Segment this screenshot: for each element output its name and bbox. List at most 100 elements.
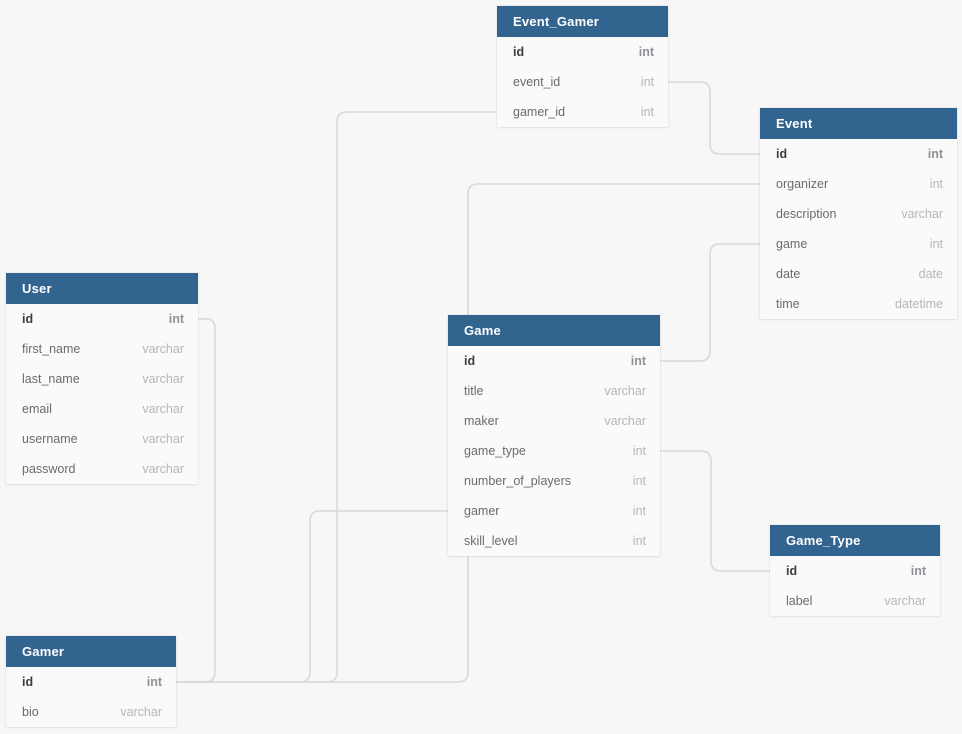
field-row-game-gamer: gamer int xyxy=(448,496,660,526)
field-name: id xyxy=(776,147,788,161)
field-type: int xyxy=(146,675,162,689)
field-name: label xyxy=(786,594,813,608)
field-type: varchar xyxy=(901,207,943,221)
field-name: bio xyxy=(22,705,39,719)
table-title: Event_Gamer xyxy=(513,14,600,29)
table-header[interactable]: User xyxy=(6,273,198,304)
field-type: int xyxy=(638,45,654,59)
field-type: int xyxy=(632,504,646,518)
field-row-user-id: id int xyxy=(6,304,198,334)
field-name: id xyxy=(22,675,34,689)
field-type: varchar xyxy=(142,432,184,446)
table-header[interactable]: Event_Gamer xyxy=(497,6,668,37)
field-name: number_of_players xyxy=(464,474,572,488)
field-name: password xyxy=(22,462,76,476)
table-body: id int bio varchar xyxy=(6,667,176,727)
field-row-game-number_of_players: number_of_players int xyxy=(448,466,660,496)
field-row-event-organizer: organizer int xyxy=(760,169,957,199)
field-row-user-first_name: first_name varchar xyxy=(6,334,198,364)
field-type: varchar xyxy=(884,594,926,608)
table-title: Game_Type xyxy=(786,533,861,548)
relationship-line-game-gamer-to-gamer-id xyxy=(175,510,449,683)
table-body: id int label varchar xyxy=(770,556,940,616)
field-type: varchar xyxy=(142,372,184,386)
field-name: game_type xyxy=(464,444,526,458)
relationship-line-user-id-to-gamer-id xyxy=(175,318,216,683)
field-row-game-game_type: game_type int xyxy=(448,436,660,466)
field-row-gamer-id: id int xyxy=(6,667,176,697)
table-title: User xyxy=(22,281,52,296)
relationship-line-game-game_type-to-game_type-id xyxy=(659,450,771,572)
field-type: int xyxy=(910,564,926,578)
field-row-event_gamer-gamer_id: gamer_id int xyxy=(497,97,668,127)
field-type: varchar xyxy=(120,705,162,719)
field-row-game-skill_level: skill_level int xyxy=(448,526,660,556)
field-type: int xyxy=(632,534,646,548)
field-type: int xyxy=(168,312,184,326)
field-row-event-date: date date xyxy=(760,259,957,289)
field-name: gamer xyxy=(464,504,500,518)
field-name: id xyxy=(22,312,34,326)
field-name: email xyxy=(22,402,52,416)
field-name: event_id xyxy=(513,75,561,89)
field-row-game_type-label: label varchar xyxy=(770,586,940,616)
table-game_type[interactable]: Game_Type id int label varchar xyxy=(770,525,940,616)
field-name: date xyxy=(776,267,801,281)
field-type: int xyxy=(630,354,646,368)
table-title: Gamer xyxy=(22,644,65,659)
table-gamer[interactable]: Gamer id int bio varchar xyxy=(6,636,176,727)
field-type: varchar xyxy=(142,462,184,476)
field-name: time xyxy=(776,297,800,311)
field-type: varchar xyxy=(142,342,184,356)
table-header[interactable]: Event xyxy=(760,108,957,139)
table-event_gamer[interactable]: Event_Gamer id int event_id int gamer_id… xyxy=(497,6,668,127)
field-type: int xyxy=(632,444,646,458)
field-type: int xyxy=(640,105,654,119)
field-type: varchar xyxy=(604,414,646,428)
field-name: title xyxy=(464,384,484,398)
table-header[interactable]: Game xyxy=(448,315,660,346)
field-row-event_gamer-id: id int xyxy=(497,37,668,67)
table-user[interactable]: User id int first_name varchar last_name… xyxy=(6,273,198,484)
field-row-gamer-bio: bio varchar xyxy=(6,697,176,727)
field-name: username xyxy=(22,432,78,446)
field-name: maker xyxy=(464,414,499,428)
relationship-line-event_gamer-event_id-to-event-id xyxy=(667,81,761,155)
field-type: int xyxy=(640,75,654,89)
field-row-user-username: username varchar xyxy=(6,424,198,454)
field-row-event-id: id int xyxy=(760,139,957,169)
relationship-line-event-game-to-game-id xyxy=(659,243,761,362)
table-body: id int title varchar maker varchar game_… xyxy=(448,346,660,556)
field-row-game-id: id int xyxy=(448,346,660,376)
field-name: id xyxy=(464,354,476,368)
field-name: organizer xyxy=(776,177,829,191)
field-row-event-time: time datetime xyxy=(760,289,957,319)
field-type: int xyxy=(929,237,943,251)
field-name: last_name xyxy=(22,372,80,386)
table-header[interactable]: Game_Type xyxy=(770,525,940,556)
field-type: int xyxy=(927,147,943,161)
table-header[interactable]: Gamer xyxy=(6,636,176,667)
field-name: id xyxy=(513,45,525,59)
field-row-event_gamer-event_id: event_id int xyxy=(497,67,668,97)
field-name: first_name xyxy=(22,342,81,356)
table-event[interactable]: Event id int organizer int description v… xyxy=(760,108,957,319)
field-row-user-password: password varchar xyxy=(6,454,198,484)
table-body: id int event_id int gamer_id int xyxy=(497,37,668,127)
table-title: Game xyxy=(464,323,501,338)
field-row-event-game: game int xyxy=(760,229,957,259)
field-type: varchar xyxy=(604,384,646,398)
field-row-game_type-id: id int xyxy=(770,556,940,586)
field-row-game-maker: maker varchar xyxy=(448,406,660,436)
table-game[interactable]: Game id int title varchar maker varchar … xyxy=(448,315,660,556)
field-type: int xyxy=(632,474,646,488)
field-type: date xyxy=(918,267,943,281)
field-row-event-description: description varchar xyxy=(760,199,957,229)
field-name: id xyxy=(786,564,798,578)
field-type: int xyxy=(929,177,943,191)
field-type: varchar xyxy=(142,402,184,416)
field-name: skill_level xyxy=(464,534,518,548)
field-row-game-title: title varchar xyxy=(448,376,660,406)
field-type: datetime xyxy=(895,297,943,311)
